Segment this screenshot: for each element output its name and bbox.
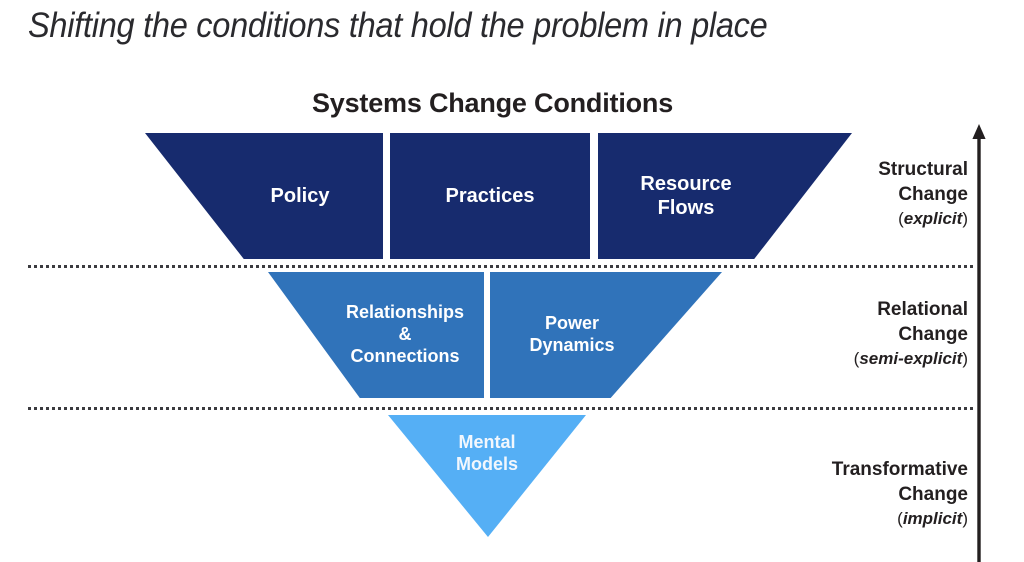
funnel-block-policy-label: Policy (270, 184, 330, 207)
page-title: Shifting the conditions that hold the pr… (28, 6, 768, 45)
tier-caption-relational-line-2: Change (898, 323, 968, 345)
divider-relational-transformative (28, 407, 973, 410)
divider-structural-relational (28, 265, 973, 268)
funnel-block-practices[interactable]: Practices (390, 133, 590, 259)
funnel-block-resource-flows-label: Resource Flows (640, 172, 731, 221)
tier-caption-structural-line-2: Change (898, 183, 968, 205)
funnel-block-mental-models-label: Mental Models (456, 432, 518, 476)
relational-close-paren: ) (962, 349, 968, 369)
funnel-block-practices-label: Practices (445, 184, 535, 207)
bottom-edge-artifact: ...... (178, 553, 206, 562)
tier-caption-structural-modifier: (explicit) (718, 207, 968, 232)
tier-caption-transformative-modifier: (implicit) (718, 507, 968, 532)
funnel-block-power-dynamics-label: Power Dynamics (529, 313, 614, 357)
tier-caption-relational-line-1: Relational (877, 299, 968, 320)
tier-caption-structural-line-1: Structural (878, 159, 968, 180)
tier-caption-transformative-line-2: Change (898, 483, 968, 505)
structural-open-paren: ( (898, 209, 904, 229)
funnel-block-relationships-connections[interactable]: Relationships & Connections (268, 272, 484, 398)
resource-flows-line-1: Resource (640, 172, 732, 195)
relational-modifier-text: semi-explicit (859, 349, 963, 369)
mental-models-line-1: Mental (458, 432, 516, 452)
relational-open-paren: ( (853, 349, 860, 369)
resource-flows-line-2: Flows (657, 197, 715, 219)
relationships-line-3: Connections (350, 345, 460, 366)
power-dynamics-line-1: Power (544, 313, 599, 334)
structural-close-paren: ) (962, 209, 968, 229)
power-dynamics-line-2: Dynamics (529, 335, 615, 355)
transformative-open-paren: ( (897, 509, 903, 529)
tier-caption-structural: Structural Change (explicit) (718, 158, 968, 232)
transformative-modifier-text: implicit (902, 509, 963, 529)
tier-caption-relational-modifier: (semi-explicit) (718, 347, 968, 372)
funnel-block-power-dynamics[interactable]: Power Dynamics (490, 272, 722, 398)
tier-caption-transformative-line-1: Transformative (831, 459, 968, 480)
tier-caption-transformative: Transformative Change (implicit) (718, 458, 968, 532)
up-arrow-icon (972, 124, 986, 562)
funnel-block-policy[interactable]: Policy (145, 133, 383, 259)
tier-caption-relational: Relational Change (semi-explicit) (718, 298, 968, 372)
transformative-close-paren: ) (962, 509, 968, 529)
relationships-line-2: & (398, 324, 412, 345)
funnel-block-relationships-label: Relationships & Connections (346, 302, 464, 368)
funnel-block-mental-models[interactable]: Mental Models (388, 415, 586, 537)
structural-modifier-text: explicit (903, 209, 963, 229)
mental-models-line-2: Models (455, 453, 518, 474)
relationships-line-1: Relationships (345, 302, 465, 323)
diagram-heading: Systems Change Conditions (311, 88, 674, 118)
